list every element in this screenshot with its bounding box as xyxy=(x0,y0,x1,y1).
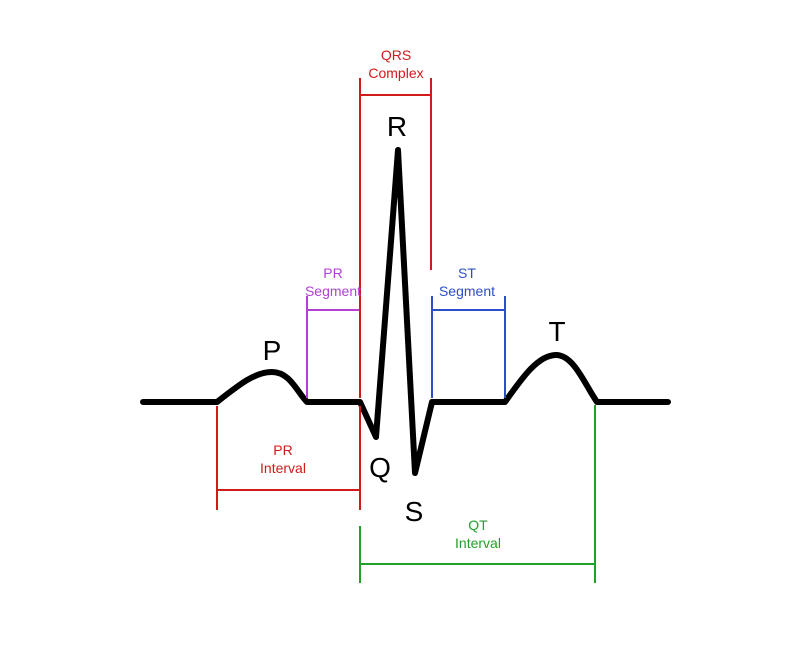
qt-interval-bracket xyxy=(359,405,596,583)
qrs-complex-label-line1: QRS xyxy=(381,47,411,63)
t-wave-label: T xyxy=(548,316,565,347)
r-wave-label: R xyxy=(387,111,407,142)
pr-interval-label-line2: Interval xyxy=(260,460,306,476)
pr-segment-label-line1: PR xyxy=(323,265,342,281)
ecg-trace xyxy=(140,147,671,476)
pr-interval-bracket xyxy=(216,406,361,510)
st-segment-bracket xyxy=(431,296,506,398)
s-wave-label: S xyxy=(405,496,424,527)
pr-interval-label-line1: PR xyxy=(273,442,292,458)
qt-interval-label-line2: Interval xyxy=(455,535,501,551)
st-segment-label-line1: ST xyxy=(458,265,476,281)
p-wave-label: P xyxy=(263,335,282,366)
st-segment-label-line2: Segment xyxy=(439,283,495,299)
qrs-complex-label-line2: Complex xyxy=(368,65,423,81)
qrs-complex-bracket xyxy=(359,78,432,398)
pr-segment-label-line2: Segment xyxy=(305,283,361,299)
qt-interval-label-line1: QT xyxy=(468,517,488,533)
pr-segment-bracket xyxy=(306,296,359,398)
q-wave-label: Q xyxy=(369,452,391,483)
